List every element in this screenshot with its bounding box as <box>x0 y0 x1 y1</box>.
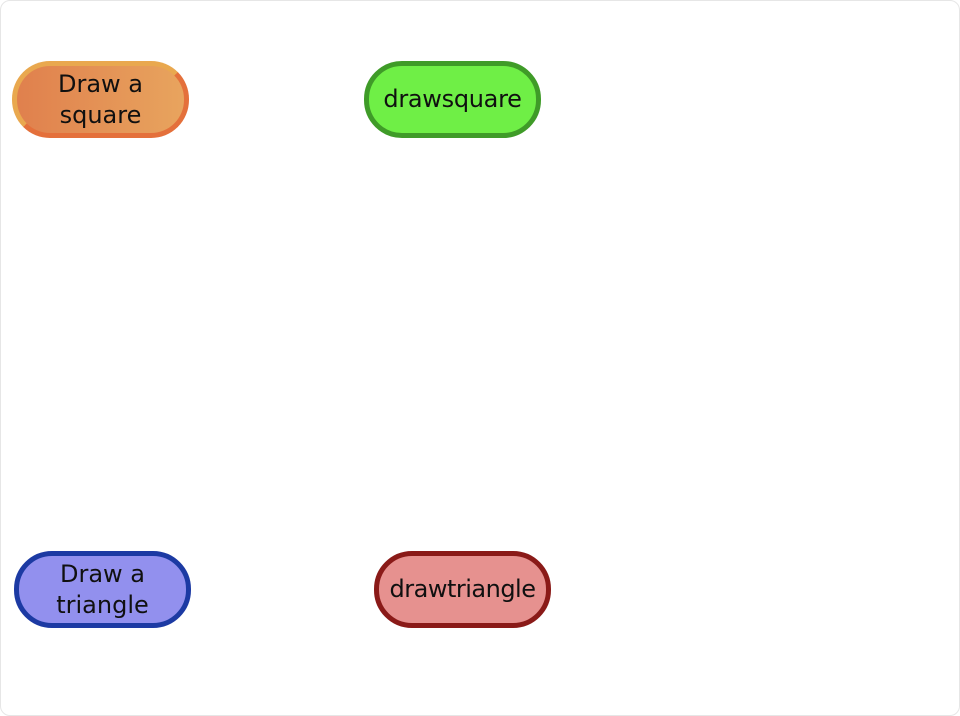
block-label: drawtriangle <box>389 575 536 603</box>
block-label: drawsquare <box>383 85 522 113</box>
drawsquare-block[interactable]: drawsquare <box>364 61 541 138</box>
block-label: Draw a triangle <box>56 559 149 619</box>
draw-a-square-block[interactable]: Draw a square <box>12 61 189 138</box>
draw-a-triangle-block[interactable]: Draw a triangle <box>14 551 191 628</box>
drawtriangle-block[interactable]: drawtriangle <box>374 551 551 628</box>
block-label: Draw a square <box>57 69 144 129</box>
